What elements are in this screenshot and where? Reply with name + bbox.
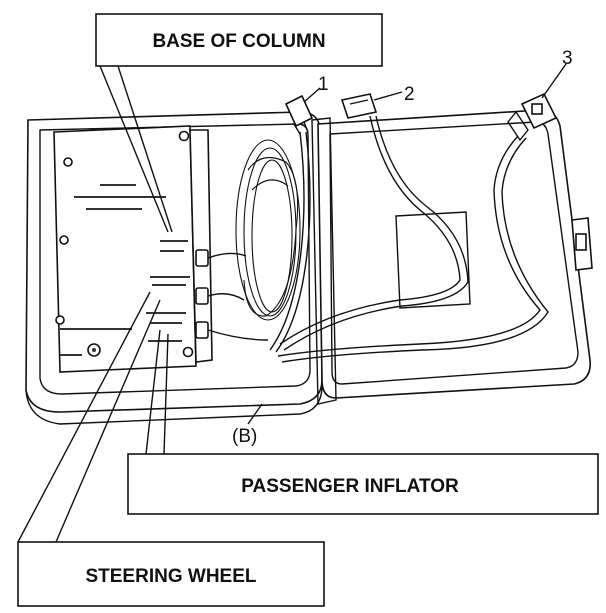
case-hinge	[311, 117, 337, 405]
case-bottom-edge	[25, 379, 323, 425]
cable-to-connector-3b	[281, 137, 549, 363]
cable-from-bottom-jack	[207, 329, 269, 341]
leader-base-of-column	[99, 65, 169, 233]
leader-steering-wheel	[17, 291, 151, 543]
latch-slot	[575, 233, 587, 251]
callout-label-passenger-inflator: PASSENGER INFLATOR	[241, 476, 459, 497]
cable-coil-5	[251, 179, 289, 191]
callout-box-passenger-inflator	[127, 453, 599, 515]
connector-1-tail	[293, 121, 309, 135]
cable-from-middle-jack	[207, 293, 245, 301]
leader-passenger-inflator	[145, 329, 161, 455]
leader-marker-b	[247, 403, 263, 425]
marker-2: 2	[404, 84, 415, 105]
panel-plate	[53, 125, 197, 373]
panel-knob-center	[92, 348, 96, 352]
leader-base-of-column-2	[117, 65, 173, 233]
jack-top	[195, 249, 209, 267]
tester-panel	[53, 125, 213, 373]
jack-bottom	[195, 321, 209, 339]
lid-label-plate	[395, 211, 471, 309]
leader-lines	[17, 63, 567, 543]
cable-from-top-jack	[207, 252, 247, 259]
callout-label-base-of-column: BASE OF COLUMN	[152, 31, 325, 52]
marker-1: 1	[318, 74, 329, 95]
connector-3-face	[531, 103, 543, 115]
screw-low-left	[55, 315, 65, 325]
callout-box-steering-wheel	[17, 541, 325, 607]
case-left-rim	[39, 123, 311, 395]
cable-coil-4	[243, 156, 299, 317]
cable-to-connector-2	[279, 115, 461, 345]
callout-label-steering-wheel: STEERING WHEEL	[85, 566, 256, 587]
connector-3-body	[507, 110, 529, 142]
leader-steering-wheel-2	[55, 299, 161, 543]
cable-to-connector-1	[269, 131, 305, 351]
leader-marker-1	[303, 87, 321, 103]
leader-marker-2	[373, 91, 403, 101]
cables	[207, 115, 549, 363]
callout-passenger-inflator: PASSENGER INFLATOR	[127, 453, 599, 515]
leader-marker-3	[541, 63, 567, 99]
callout-base-of-column: BASE OF COLUMN	[95, 13, 383, 67]
screw-top-left	[63, 157, 73, 167]
connector-2	[340, 93, 378, 119]
callout-steering-wheel: STEERING WHEEL	[17, 541, 325, 607]
connector-1	[284, 94, 314, 128]
connector-2-detail	[349, 99, 369, 105]
screw-bottom-right	[182, 346, 194, 358]
connectors	[284, 92, 558, 142]
screw-top-right	[178, 130, 190, 142]
cable-to-connector-1b	[275, 131, 311, 353]
marker-b: (B)	[232, 426, 257, 447]
callout-box-base-of-column	[95, 13, 383, 67]
panel-printed-marks	[60, 184, 190, 356]
cable-to-connector-3	[277, 135, 541, 357]
jack-middle	[195, 287, 209, 305]
marker-3: 3	[562, 48, 573, 69]
screw-mid-left	[59, 235, 69, 245]
leader-passenger-inflator-2	[163, 333, 169, 455]
cable-coil-3	[235, 139, 301, 321]
cable-to-connector-2b	[283, 115, 469, 351]
